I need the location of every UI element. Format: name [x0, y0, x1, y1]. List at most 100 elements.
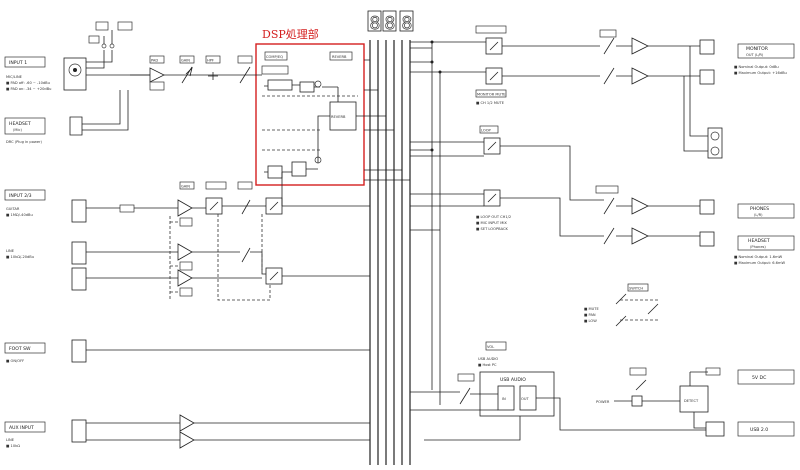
aux-buffer-l-icon	[179, 414, 195, 432]
phones-routing: PHONES (L/R) HEADSET (Phones) ■ Nominal …	[595, 185, 795, 265]
headset-out-note-2: ■ Maximum Output: 6.6mW	[734, 261, 785, 265]
usb-vol-label: VOL	[487, 345, 494, 349]
input1-note-2: ■ PAD on: -34 ~ +20dBu	[6, 87, 51, 91]
guitar-jack-icon	[71, 199, 87, 223]
display-digit-2: 8	[385, 13, 396, 34]
loop-routing: LOOP ■ LOOP OUT CH1/2 ■ MIC INPUT MIX ■ …	[410, 125, 600, 237]
usb-port-icon	[705, 421, 725, 437]
ch1-gain-label: GAIN	[181, 59, 190, 63]
dsp-reverb-tag: REVERB	[332, 55, 347, 59]
monitor-mute-note: ■ CH 1/2 MUTE	[476, 101, 505, 105]
switch-block: SWITCH ■ MUTE ■ PAN ■ LOW	[584, 283, 660, 327]
display-digit-1: 8	[370, 13, 381, 34]
input1-title: INPUT 1	[9, 60, 27, 66]
ch1-preamp-icon	[149, 67, 165, 83]
input1-note-1: ■ PAD off: -60 ~ -10dBu	[6, 81, 50, 85]
monitor-out-l-jack-icon	[699, 39, 715, 55]
switch-note-2: ■ PAN	[584, 313, 596, 317]
foot-note: ■ ON/OFF	[6, 359, 24, 363]
aux-title: AUX INPUT	[9, 425, 34, 431]
ch1-strip: PAD GAIN HPF	[130, 55, 262, 91]
aux-buffer-r-icon	[179, 431, 195, 449]
guitar-label: GUITAR	[6, 207, 20, 211]
seven-segment-display: 8 8 8	[367, 10, 414, 34]
switch-title: SWITCH	[629, 287, 643, 291]
main-bus	[369, 40, 411, 465]
dsp-reverb-label: REVERB	[331, 115, 346, 119]
headset-sub: (Mic)	[13, 128, 22, 132]
detect-label: DETECT	[684, 399, 699, 403]
switch-note-1: ■ MUTE	[584, 307, 599, 311]
input1-section: INPUT 1 MIC/LINE ■ PAD off: -60 ~ -10dBu…	[4, 21, 150, 91]
usb-audio-label: USB AUDIO	[500, 377, 526, 383]
usb-block-caption: USB AUDIO	[478, 357, 498, 361]
display-digit-3: 8	[402, 13, 413, 34]
ch3-preamp-icon	[177, 243, 193, 261]
power-switch-icon	[631, 395, 643, 407]
ch1-pad-label: PAD	[151, 59, 158, 63]
input1-sub: MIC/LINE	[6, 75, 23, 79]
headset-out-title: HEADSET	[748, 238, 770, 244]
headset-out-jack-icon	[699, 231, 715, 247]
foot-jack-icon	[71, 339, 87, 363]
headset-mic-section: HEADSET (Mic) DRC (Plug in power)	[4, 90, 129, 144]
line-label: LINE	[6, 249, 15, 253]
phones-amp-r-icon	[631, 227, 649, 245]
monitor-mute-label: MONITOR MUTE	[477, 93, 506, 97]
aux-section: AUX INPUT LINE ■ 10kΩ	[4, 414, 370, 449]
aux-note: ■ 10kΩ	[6, 444, 20, 448]
monitor-out-title: MONITOR	[746, 46, 769, 52]
phones-sub: (L/R)	[754, 213, 763, 217]
headset-out-sub: (Phones)	[750, 245, 766, 249]
loop-label: LOOP	[481, 129, 492, 133]
ch3b-preamp-icon	[177, 269, 193, 287]
monitor-routing: MONITOR MUTE ■ CH 1/2 MUTE MONITOR OUT (…	[410, 25, 795, 405]
aux-sub: LINE	[6, 438, 15, 442]
input23-title: INPUT 2/3	[9, 193, 32, 199]
dc-label: 5V DC	[752, 375, 766, 381]
monitor-out-sub: OUT (L/R)	[746, 53, 764, 57]
line-note: ■ 10kΩ/-20dBu	[6, 255, 34, 259]
switch-note-3: ■ LOW	[584, 319, 597, 323]
monitor-xlr-r-icon	[710, 146, 720, 156]
phones-jack-icon	[699, 199, 715, 215]
usb-out-label: OUT	[521, 397, 529, 401]
monitor-amp-r-icon	[631, 67, 649, 85]
phones-amp-l-icon	[631, 197, 649, 215]
ch1-hpf-label: HPF	[207, 59, 214, 63]
line-jack-r-icon	[71, 267, 87, 291]
ch2-preamp-icon	[177, 199, 193, 217]
foot-title: FOOT SW	[9, 346, 31, 352]
dsp-title: DSP処理部	[262, 27, 319, 41]
bus-taps	[410, 47, 521, 441]
guitar-note: ■ 1MΩ/-40dBu	[6, 213, 33, 217]
usb-in-label: IN	[502, 397, 506, 401]
usb-port-label: USB 2.0	[750, 427, 768, 433]
loop-note-1: ■ LOOP OUT CH1/2	[476, 215, 511, 219]
line-jack-l-icon	[71, 241, 87, 265]
headset-jack-icon	[69, 116, 83, 136]
monitor-out-r-jack-icon	[699, 69, 715, 85]
loop-note-3: ■ SET LOOPBACK	[476, 227, 508, 231]
headset-note: DRC (Plug in power)	[6, 140, 43, 144]
monitor-out-note-1: ■ Nominal Output: 0dBu	[734, 65, 779, 69]
ch2-gain-label: GAIN	[181, 185, 190, 189]
aux-jack-icon	[71, 419, 87, 443]
headset-out-note-1: ■ Nominal Output: 1.6mW	[734, 255, 783, 259]
loop-note-2: ■ MIC INPUT MIX	[476, 221, 507, 225]
phones-title: PHONES	[750, 206, 769, 212]
dsp-block: DSP処理部 COMP/EQ REVERB REVERB	[255, 27, 365, 186]
power-block: POWER DETECT 5V DC USB 2.0	[596, 367, 795, 437]
dsp-bus-links	[364, 59, 410, 181]
input23-section: INPUT 2/3 GUITAR ■ 1MΩ/-40dBu LINE ■ 10k…	[4, 172, 370, 301]
headset-title: HEADSET	[9, 121, 31, 127]
power-label: POWER	[596, 400, 610, 404]
monitor-xlr-l-icon	[710, 131, 720, 141]
usb-note: ■ Host PC	[478, 363, 497, 367]
monitor-amp-l-icon	[631, 37, 649, 55]
monitor-out-note-2: ■ Maximum Output: +16dBu	[734, 71, 787, 75]
foot-switch-section: FOOT SW ■ ON/OFF	[4, 339, 370, 363]
usb-block: VOL USB AUDIO ■ Host PC USB AUDIO IN OUT	[410, 341, 710, 431]
dsp-comp-label: COMP/EQ	[266, 55, 283, 59]
